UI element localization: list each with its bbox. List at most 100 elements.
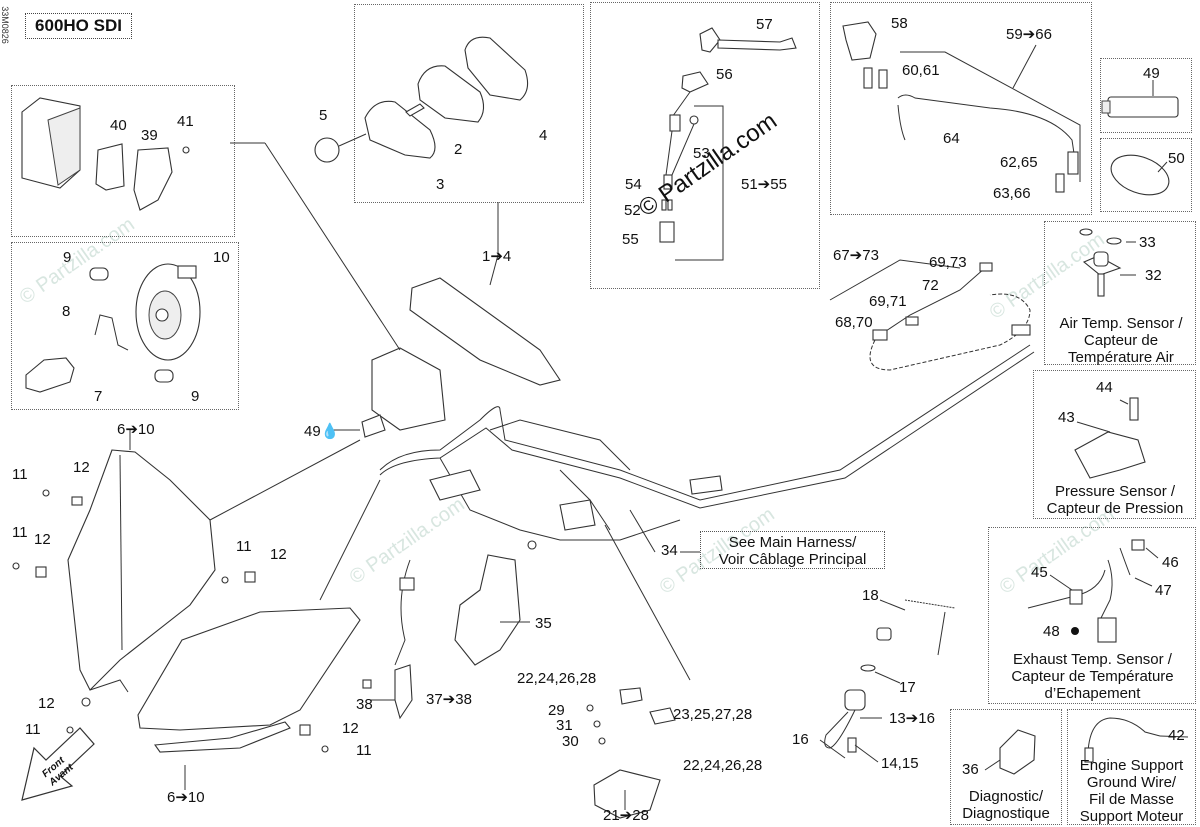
pressure-sensor-box xyxy=(1033,370,1196,519)
exhaust-temp-sensor-icon xyxy=(1027,539,1159,643)
callout-59-66: 59➔66 xyxy=(1006,26,1052,43)
callout-60-61: 60,61 xyxy=(902,62,940,79)
callout-68-70: 68,70 xyxy=(835,314,873,331)
callout-58: 58 xyxy=(891,15,908,32)
air-temp-sensor-caption: Air Temp. Sensor / Capteur de Températur… xyxy=(1059,315,1183,366)
callout-17: 17 xyxy=(899,679,916,696)
diagnostic-box xyxy=(950,709,1062,825)
callout-52: 52 xyxy=(624,202,641,219)
callout-69-73: 69,73 xyxy=(929,254,967,271)
callout-4: 4 xyxy=(539,127,548,144)
ignition-coil-icon xyxy=(659,27,797,261)
gauge-group-box xyxy=(354,4,584,203)
headlamp-left-icon xyxy=(67,449,216,693)
headlamp-bulb-group-box xyxy=(11,242,239,410)
connector-37-icon xyxy=(362,559,415,720)
grease-drop-icon: 💧 xyxy=(320,423,340,440)
pressure-sensor-caption: Pressure Sensor / Capteur de Pression xyxy=(1046,483,1184,517)
harness-bracket-icon xyxy=(454,554,521,666)
grease-tube-icon xyxy=(1101,80,1179,118)
callout-6-10: 6➔10 xyxy=(117,421,155,438)
callout-30: 30 xyxy=(562,733,579,750)
callout-22-24-26-28: 22,24,26,28 xyxy=(517,670,597,687)
ground-wire-icon xyxy=(1084,717,1189,763)
fuel-sensor-group-box xyxy=(830,2,1092,215)
callout-72: 72 xyxy=(922,277,939,294)
callout-9: 9 xyxy=(191,388,200,405)
callout-32: 32 xyxy=(1145,267,1162,284)
leader-lines xyxy=(129,142,906,810)
callout-64: 64 xyxy=(943,130,960,147)
callout-40: 40 xyxy=(110,117,127,134)
callout-45: 45 xyxy=(1031,564,1048,581)
callout-57: 57 xyxy=(756,16,773,33)
fastener-icons xyxy=(12,489,329,753)
callout-54: 54 xyxy=(625,176,642,193)
headlamp-reflector-icon xyxy=(25,263,201,393)
callout-34: 34 xyxy=(661,542,678,559)
callout-47: 47 xyxy=(1155,582,1172,599)
exhaust-temp-sensor-box xyxy=(988,527,1196,704)
callout-8: 8 xyxy=(62,303,71,320)
callout-16: 16 xyxy=(792,731,809,748)
ecm-module-icon xyxy=(21,97,190,211)
callout-43: 43 xyxy=(1058,409,1075,426)
callout-37-38: 37➔38 xyxy=(426,691,472,708)
callout-41: 41 xyxy=(177,113,194,130)
model-title: 600HO SDI xyxy=(25,13,132,39)
fuel-level-sensor-icon xyxy=(842,21,1081,193)
callout-5: 5 xyxy=(319,107,328,124)
ground-wire-box xyxy=(1067,709,1196,825)
callout-42: 42 xyxy=(1168,727,1185,744)
callout-13-16: 13➔16 xyxy=(889,710,935,727)
callout-56: 56 xyxy=(716,66,733,83)
callout-11: 11 xyxy=(25,721,41,738)
callout-55: 55 xyxy=(622,231,639,248)
callout-9: 9 xyxy=(63,249,72,266)
ignition-coil-group-box xyxy=(590,2,820,289)
callout-12: 12 xyxy=(342,720,359,737)
callout-46: 46 xyxy=(1162,554,1179,571)
exhaust-temp-sensor-caption: Exhaust Temp. Sensor / Capteur de Tempér… xyxy=(1011,651,1174,702)
hose-clamp-icon xyxy=(1110,154,1170,196)
clamp-box xyxy=(1100,138,1192,212)
callout-12: 12 xyxy=(34,531,51,548)
callout-44: 44 xyxy=(1096,379,1113,396)
callout-12: 12 xyxy=(38,695,55,712)
callout-22-24-26-28: 22,24,26,28 xyxy=(683,757,763,774)
main-wiring-harness-icon xyxy=(361,277,1035,550)
callout-48: 48 xyxy=(1043,623,1060,640)
callout-63-66: 63,66 xyxy=(993,185,1031,202)
callout-31: 31 xyxy=(556,717,573,734)
callout-39: 39 xyxy=(141,127,158,144)
callout-10: 10 xyxy=(213,249,230,266)
callout-33: 33 xyxy=(1139,234,1156,251)
callout-67-73: 67➔73 xyxy=(833,247,879,264)
callout-11: 11 xyxy=(356,742,372,759)
callout-6-10: 6➔10 xyxy=(167,789,205,806)
air-temp-sensor-box xyxy=(1044,221,1196,365)
callout-69-71: 69,71 xyxy=(869,293,907,310)
headlamp-right-icon xyxy=(137,607,361,753)
callout-38: 38 xyxy=(356,696,373,713)
callout-29: 29 xyxy=(548,702,565,719)
callout-36: 36 xyxy=(962,761,979,778)
pressure-sensor-icon xyxy=(1074,397,1146,479)
main-harness-note: See Main Harness/ Voir Câblage Principal xyxy=(700,531,885,569)
callout-7: 7 xyxy=(94,388,103,405)
air-temp-sensor-icon xyxy=(1079,228,1136,297)
gauge-cluster-parts-icon xyxy=(314,36,529,255)
callout-1-4: 1➔4 xyxy=(482,248,512,265)
callout-50: 50 xyxy=(1168,150,1185,167)
callout-51-55: 51➔55 xyxy=(741,176,787,193)
ecm-bracket-group-box xyxy=(11,85,235,237)
callout-53: 53 xyxy=(693,145,710,162)
diagnostic-caption: Diagnostic/ Diagnostique xyxy=(962,788,1050,822)
callout-21-28: 21➔28 xyxy=(603,807,649,824)
callout-49-drop: 49💧 xyxy=(304,423,340,440)
grease-tube-box xyxy=(1100,58,1192,133)
callout-12: 12 xyxy=(270,546,287,563)
